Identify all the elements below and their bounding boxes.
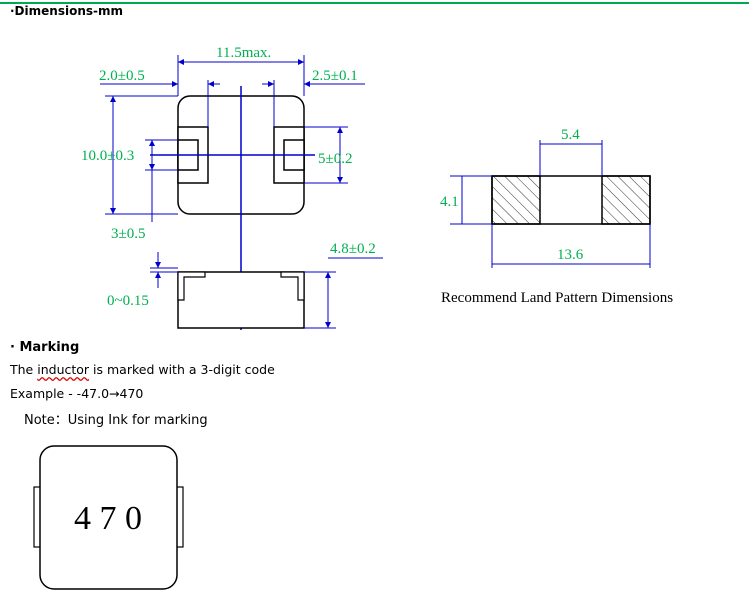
dim-pad-gap: 3±0.5 (111, 226, 145, 242)
marking-body (39, 445, 178, 590)
dim-thickness: 4.8±0.2 (330, 241, 376, 257)
dim-pad-gap-lines (145, 139, 178, 222)
dim-standoff-lines (150, 252, 178, 288)
land-pattern-title: Recommend Land Pattern Dimensions (441, 290, 673, 306)
land-total-label: 13.6 (557, 247, 584, 263)
dim-width-max: 11.5max. (216, 45, 271, 61)
land-gap-label: 5.4 (561, 127, 580, 143)
marking-heading: · Marking (10, 340, 80, 355)
dim-height: 10.0±0.3 (81, 148, 134, 164)
dim-height-lines (105, 95, 178, 215)
dim-thickness-lines (304, 257, 383, 329)
dim-width-lines (177, 55, 305, 96)
side-view-body (177, 271, 305, 329)
land-height-label: 4.1 (440, 194, 459, 210)
dim-standoff: 0~0.15 (107, 293, 149, 309)
marking-description: The inductor is marked with a 3-digit co… (10, 362, 275, 377)
marking-example: Example - -47.0→470 (10, 386, 144, 401)
dim-terminal-lines (100, 80, 365, 127)
marking-part (33, 445, 184, 590)
land-pattern (450, 140, 651, 268)
dim-pad-height-lines (304, 126, 348, 184)
dim-pad-height: 5±0.2 (318, 151, 352, 167)
inductor-word: inductor (37, 362, 90, 377)
dimensions-heading: ·Dimensions-mm (10, 4, 123, 18)
marking-note: Note：Using Ink for marking (24, 413, 208, 428)
land-pad-right (601, 175, 651, 225)
side-view (177, 271, 305, 329)
dim-right-terminal: 2.5±0.1 (312, 68, 358, 84)
marking-code: 4 7 0 (74, 500, 142, 537)
land-pad-left (491, 175, 541, 225)
top-divider (0, 2, 749, 4)
dim-left-terminal: 2.0±0.5 (99, 68, 145, 84)
